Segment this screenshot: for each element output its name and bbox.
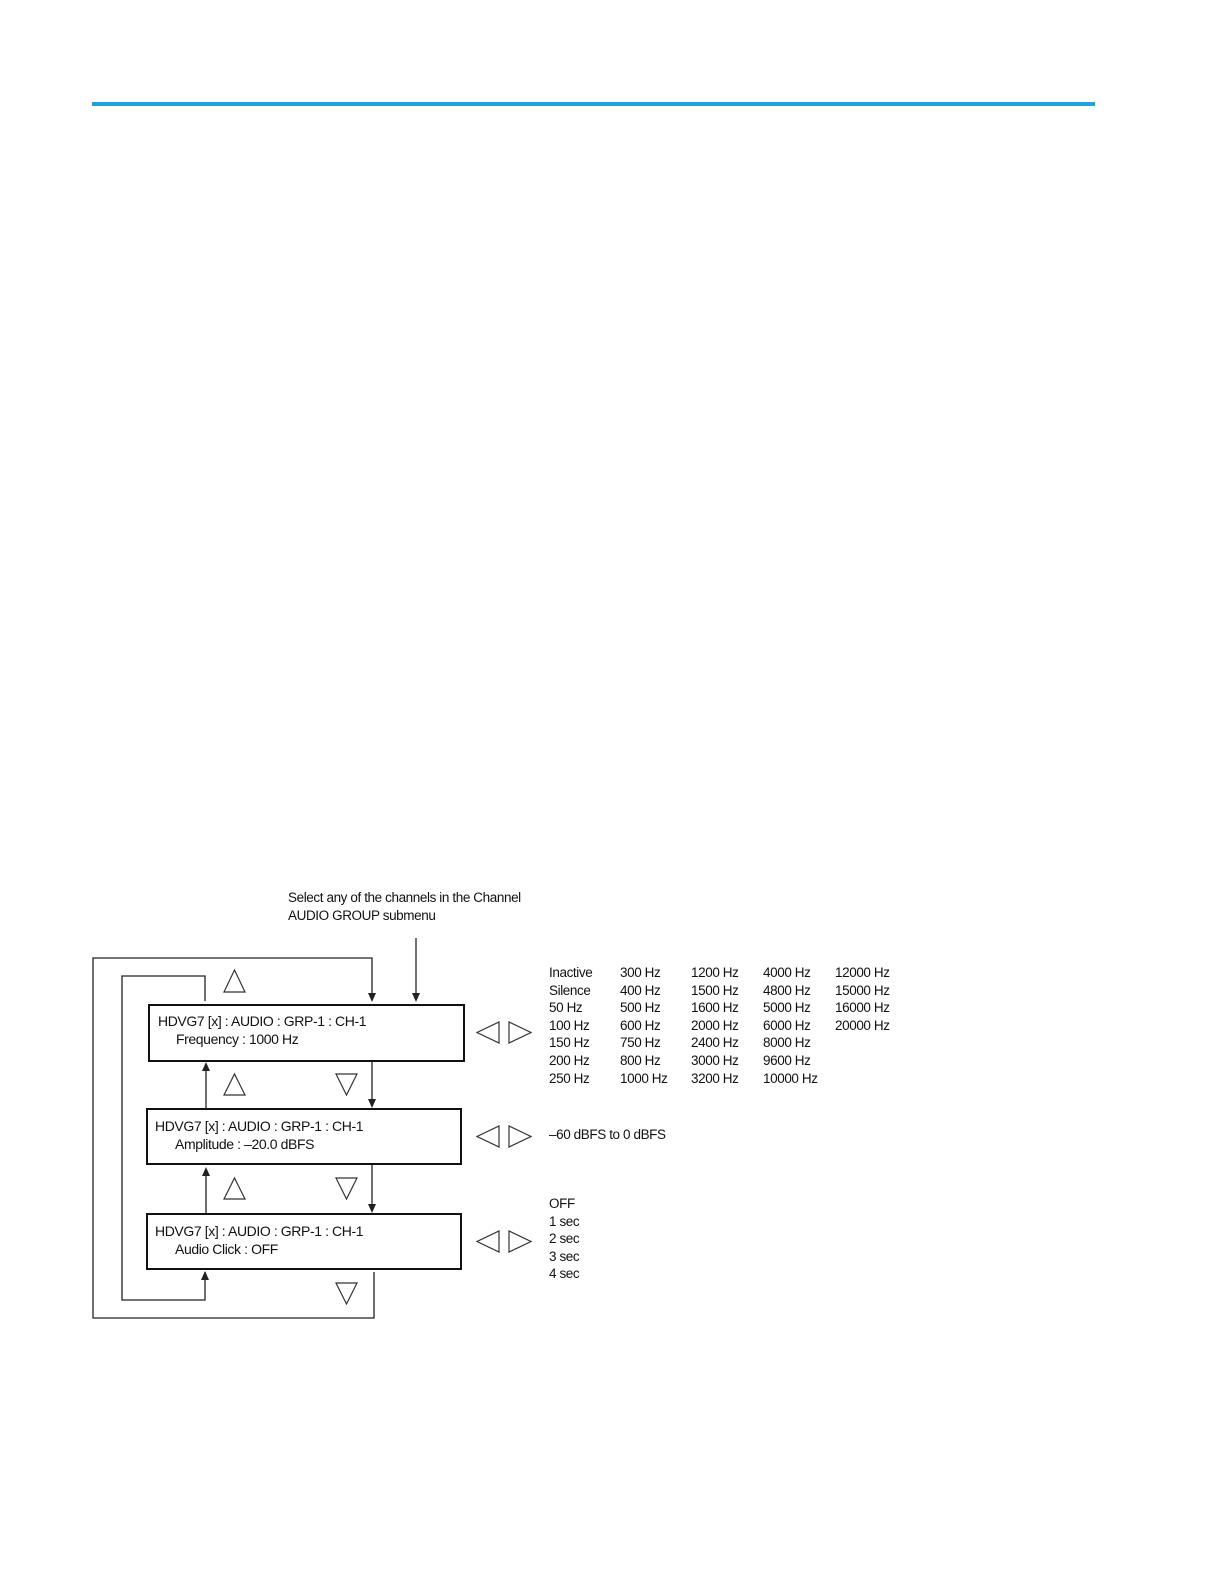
menu-setting-amplitude: Amplitude : –20.0 dBFS: [175, 1136, 315, 1152]
option-item: 15000 Hz: [835, 982, 890, 998]
inner-loop-line: [121, 975, 206, 1301]
option-item: 1200 Hz: [691, 965, 739, 980]
option-item: 800 Hz: [620, 1052, 661, 1068]
menu-setting-audio-click: Audio Click : OFF: [175, 1241, 278, 1257]
option-item: 1600 Hz: [691, 1000, 739, 1016]
arrowhead-down-icon: [368, 1099, 376, 1108]
outer-loop-line: [92, 957, 375, 1319]
option-item: 9600 Hz: [763, 1052, 811, 1068]
right-arrow-button-icon: [508, 1230, 533, 1253]
option-item: 500 Hz: [620, 1000, 661, 1016]
option-item: Inactive: [549, 965, 593, 980]
arrowhead-up-icon: [201, 1271, 209, 1280]
arrowhead-up-icon: [202, 1062, 210, 1071]
frequency-options-column-2: 300 Hz 400 Hz 500 Hz 600 Hz 750 Hz 800 H…: [620, 964, 668, 1087]
option-item: 100 Hz: [549, 1017, 590, 1033]
option-item: 4800 Hz: [763, 982, 811, 998]
left-arrow-button-icon: [475, 1230, 500, 1253]
menu-box-amplitude: [146, 1108, 462, 1165]
option-item: 300 Hz: [620, 965, 661, 980]
callout-line-1: Select any of the channels in the Channe…: [288, 890, 521, 905]
arrowhead-down-icon: [368, 1204, 376, 1213]
frequency-options-column-3: 1200 Hz 1500 Hz 1600 Hz 2000 Hz 2400 Hz …: [691, 964, 739, 1087]
left-arrow-button-icon: [475, 1021, 500, 1044]
arrowhead-up-icon: [202, 1167, 210, 1176]
option-item: 1000 Hz: [620, 1070, 668, 1086]
option-item: 200 Hz: [549, 1052, 590, 1068]
menu-title-amplitude: HDVG7 [x] : AUDIO : GRP-1 : CH-1: [155, 1118, 364, 1134]
up-arrow-button-icon: [223, 1176, 246, 1200]
option-item: 4 sec: [549, 1266, 580, 1282]
option-item: 150 Hz: [549, 1035, 590, 1051]
down-arrow-button-icon: [335, 1073, 358, 1097]
left-arrow-button-icon: [475, 1125, 500, 1148]
option-item: 1500 Hz: [691, 982, 739, 998]
option-item: 750 Hz: [620, 1035, 661, 1051]
up-arrow-button-icon: [223, 1072, 246, 1096]
option-item: 12000 Hz: [835, 965, 890, 980]
option-item: 3200 Hz: [691, 1070, 739, 1086]
option-item: 2400 Hz: [691, 1035, 739, 1051]
amplitude-range-text: –60 dBFS to 0 dBFS: [549, 1127, 666, 1142]
callout-text: Select any of the channels in the Channe…: [288, 889, 521, 924]
option-item: Silence: [549, 982, 591, 998]
option-item: 600 Hz: [620, 1017, 661, 1033]
option-item: 6000 Hz: [763, 1017, 811, 1033]
audio-click-options: OFF 1 sec 2 sec 3 sec 4 sec: [549, 1195, 580, 1283]
option-item: 3 sec: [549, 1248, 580, 1264]
option-item: 16000 Hz: [835, 1000, 890, 1016]
down-arrow-button-icon: [335, 1282, 358, 1306]
header-rule: [92, 102, 1095, 106]
callout-line-2: AUDIO GROUP submenu: [288, 907, 436, 923]
down-arrow-button-icon: [335, 1177, 358, 1201]
option-item: 3000 Hz: [691, 1052, 739, 1068]
option-item: 2 sec: [549, 1231, 580, 1247]
arrowhead-down-icon: [412, 993, 420, 1002]
option-item: 4000 Hz: [763, 965, 811, 980]
menu-box-frequency: [148, 1004, 465, 1062]
menu-title-frequency: HDVG7 [x] : AUDIO : GRP-1 : CH-1: [158, 1013, 367, 1029]
option-item: 5000 Hz: [763, 1000, 811, 1016]
right-arrow-button-icon: [508, 1125, 533, 1148]
option-item: 250 Hz: [549, 1070, 590, 1086]
option-item: 1 sec: [549, 1213, 580, 1229]
menu-title-audio-click: HDVG7 [x] : AUDIO : GRP-1 : CH-1: [155, 1223, 364, 1239]
option-item: 400 Hz: [620, 982, 661, 998]
option-item: 50 Hz: [549, 1000, 583, 1016]
menu-setting-frequency: Frequency : 1000 Hz: [176, 1031, 299, 1047]
menu-box-audio-click: [146, 1213, 462, 1270]
frequency-options-column-1: Inactive Silence 50 Hz 100 Hz 150 Hz 200…: [549, 964, 593, 1087]
option-item: 20000 Hz: [835, 1017, 890, 1033]
arrowhead-down-icon: [368, 993, 376, 1002]
up-arrow-button-icon: [223, 968, 246, 993]
option-item: 2000 Hz: [691, 1017, 739, 1033]
option-item: OFF: [549, 1196, 575, 1211]
option-item: 10000 Hz: [763, 1070, 818, 1086]
right-arrow-button-icon: [508, 1021, 533, 1044]
frequency-options-column-5: 12000 Hz 15000 Hz 16000 Hz 20000 Hz: [835, 964, 890, 1034]
option-item: 8000 Hz: [763, 1035, 811, 1051]
frequency-options-column-4: 4000 Hz 4800 Hz 5000 Hz 6000 Hz 8000 Hz …: [763, 964, 818, 1087]
